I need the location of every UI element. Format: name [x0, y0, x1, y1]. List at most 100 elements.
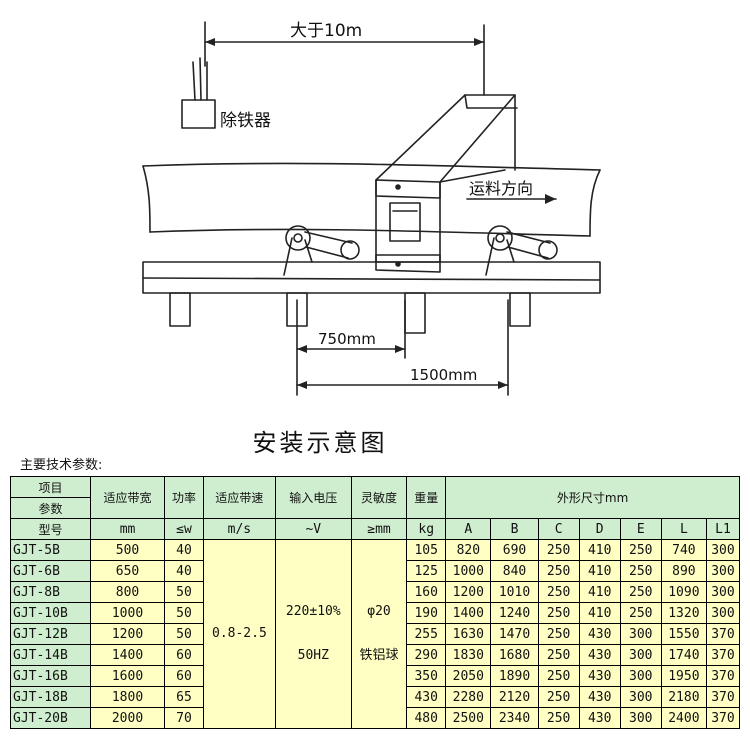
weight-cell: 190	[406, 602, 447, 624]
model-cell: GJT-20B	[9, 707, 92, 729]
a-cell: 2500	[445, 707, 492, 729]
dim-E: E	[619, 518, 662, 540]
dim-C: C	[537, 518, 580, 540]
belt-width-cell: 800	[90, 581, 165, 603]
power-cell: 50	[163, 602, 204, 624]
l1-cell: 370	[705, 707, 741, 729]
l1-cell: 370	[705, 686, 741, 708]
b-cell: 1240	[490, 602, 539, 624]
a-cell: 820	[445, 539, 492, 561]
belt-speed-cell: 0.8-2.5	[202, 539, 276, 729]
header-voltage: 输入电压	[274, 476, 352, 519]
model-cell: GJT-12B	[9, 623, 92, 645]
e-cell: 300	[619, 686, 662, 708]
spec-table: 项目 适应带宽 功率 适应带速 输入电压 灵敏度 重量 外形尺寸mm 参数 型号…	[9, 476, 741, 729]
dim-B: B	[490, 518, 539, 540]
header-belt-speed: 适应带速	[202, 476, 276, 519]
c-cell: 250	[537, 665, 580, 687]
l1-cell: 300	[705, 560, 741, 582]
direction-label: 运料方向	[469, 179, 533, 198]
b-cell: 840	[490, 560, 539, 582]
c-cell: 250	[537, 581, 580, 603]
weight-cell: 480	[406, 707, 447, 729]
d-cell: 430	[578, 686, 621, 708]
unit-width: mm	[90, 518, 165, 540]
sensitivity-type: 铁铝球	[359, 648, 399, 663]
sensitivity-size: φ20	[367, 604, 391, 619]
belt-width-cell: 650	[90, 560, 165, 582]
idler-roller	[285, 225, 311, 251]
l-cell: 740	[660, 539, 707, 561]
idler-roller	[487, 225, 513, 251]
dim-L: L	[660, 518, 707, 540]
l1-cell: 300	[705, 602, 741, 624]
header-belt-width: 适应带宽	[90, 476, 165, 519]
header-dimensions: 外形尺寸mm	[445, 476, 740, 519]
header-sensitivity: 灵敏度	[350, 476, 408, 519]
belt-width-cell: 1400	[90, 644, 165, 666]
l-cell: 890	[660, 560, 707, 582]
metal-detector	[375, 94, 518, 273]
dim-1500-label: 1500mm	[410, 366, 477, 384]
a-cell: 1000	[445, 560, 492, 582]
b-cell: 2120	[490, 686, 539, 708]
l-cell: 1550	[660, 623, 707, 645]
l1-cell: 370	[705, 665, 741, 687]
voltage-value: 220±10%	[285, 604, 341, 619]
l-cell: 1320	[660, 602, 707, 624]
weight-cell: 160	[406, 581, 447, 603]
frequency-value: 50HZ	[297, 648, 329, 663]
iron-remover-box	[181, 99, 216, 129]
belt-width-cell: 1000	[90, 602, 165, 624]
d-cell: 430	[578, 665, 621, 687]
sensitivity-cell: φ20 铁铝球	[350, 539, 408, 729]
b-cell: 1470	[490, 623, 539, 645]
unit-voltage: ~V	[274, 518, 352, 540]
l1-cell: 370	[705, 623, 741, 645]
l-cell: 2400	[660, 707, 707, 729]
weight-cell: 105	[406, 539, 447, 561]
header-params: 参数	[9, 497, 92, 519]
b-cell: 1890	[490, 665, 539, 687]
a-cell: 1830	[445, 644, 492, 666]
magnet-label: 除铁器	[220, 111, 271, 131]
header-model: 型号	[9, 518, 92, 540]
unit-power: ≤w	[163, 518, 204, 540]
support-leg	[509, 292, 531, 327]
a-cell: 2280	[445, 686, 492, 708]
e-cell: 300	[619, 707, 662, 729]
weight-cell: 125	[406, 560, 447, 582]
e-cell: 300	[619, 644, 662, 666]
e-cell: 300	[619, 665, 662, 687]
installation-diagram: 大于10m 除铁器 运料方向 750mm 1500mm	[142, 21, 601, 396]
header-weight: 重量	[406, 476, 447, 519]
model-cell: GJT-6B	[9, 560, 92, 582]
l-cell: 1950	[660, 665, 707, 687]
d-cell: 410	[578, 602, 621, 624]
dim-L1: L1	[705, 518, 741, 540]
power-cell: 65	[163, 686, 204, 708]
e-cell: 250	[619, 581, 662, 603]
power-cell: 40	[163, 539, 204, 561]
c-cell: 250	[537, 602, 580, 624]
belt-width-cell: 1800	[90, 686, 165, 708]
a-cell: 1630	[445, 623, 492, 645]
l-cell: 1740	[660, 644, 707, 666]
b-cell: 690	[490, 539, 539, 561]
d-cell: 430	[578, 644, 621, 666]
d-cell: 410	[578, 560, 621, 582]
c-cell: 250	[537, 623, 580, 645]
c-cell: 250	[537, 707, 580, 729]
belt-width-cell: 1600	[90, 665, 165, 687]
weight-cell: 290	[406, 644, 447, 666]
b-cell: 1680	[490, 644, 539, 666]
a-cell: 1400	[445, 602, 492, 624]
table-title: 主要技术参数:	[20, 458, 103, 473]
